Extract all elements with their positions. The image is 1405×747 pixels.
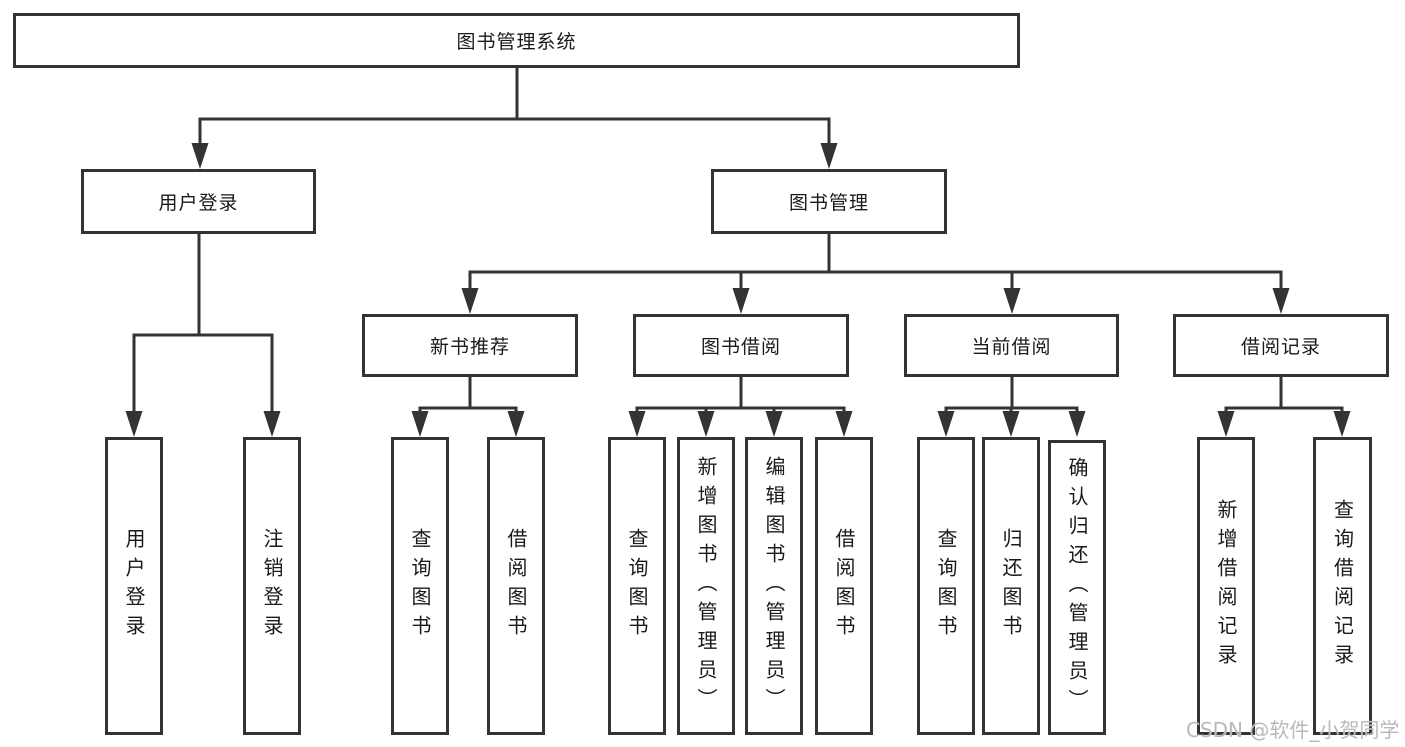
node-library-system: 图书管理系统 — [13, 13, 1020, 68]
leaf-record-query-record: 查询借阅记录 — [1313, 437, 1372, 735]
leaf-label: 查询图书 — [408, 528, 432, 644]
node-current-borrow: 当前借阅 — [904, 314, 1119, 377]
leaf-label: 查询图书 — [934, 528, 958, 644]
leaf-newbook-borrow-book: 借阅图书 — [487, 437, 545, 735]
node-book-management: 图书管理 — [711, 169, 947, 234]
leaf-newbook-query-book: 查询图书 — [391, 437, 449, 735]
leaf-borrow-add-book-admin: 新增图书（管理员） — [677, 437, 735, 735]
leaf-label: 新增图书（管理员） — [694, 455, 718, 717]
leaf-borrow-borrow-book: 借阅图书 — [815, 437, 873, 735]
leaf-label: 归还图书 — [999, 528, 1023, 644]
leaf-label: 用户登录 — [122, 528, 146, 644]
leaf-borrow-edit-book-admin: 编辑图书（管理员） — [745, 437, 803, 735]
leaf-label: 确认归还（管理员） — [1065, 457, 1089, 718]
leaf-label: 新增借阅记录 — [1214, 499, 1238, 673]
leaf-record-add-record: 新增借阅记录 — [1197, 437, 1255, 735]
leaf-label: 借阅图书 — [832, 528, 856, 644]
leaf-logout: 注销登录 — [243, 437, 301, 735]
leaf-label: 借阅图书 — [504, 528, 528, 644]
leaf-current-confirm-return-admin: 确认归还（管理员） — [1048, 440, 1106, 735]
node-user-login: 用户登录 — [81, 169, 316, 234]
node-book-borrow: 图书借阅 — [633, 314, 849, 377]
node-new-book-recommend: 新书推荐 — [362, 314, 578, 377]
csdn-watermark: CSDN @软件_小贺同学 — [1186, 718, 1400, 742]
arrowheads — [125, 143, 1351, 437]
leaf-label: 编辑图书（管理员） — [762, 455, 786, 717]
leaf-label: 查询图书 — [625, 528, 649, 644]
leaf-label: 查询借阅记录 — [1330, 499, 1355, 673]
leaf-current-query-book: 查询图书 — [917, 437, 975, 735]
node-borrow-record: 借阅记录 — [1173, 314, 1389, 377]
leaf-label: 注销登录 — [260, 528, 284, 644]
leaf-borrow-query-book: 查询图书 — [608, 437, 666, 735]
leaf-current-return-book: 归还图书 — [982, 437, 1040, 735]
leaf-user-login: 用户登录 — [105, 437, 163, 735]
